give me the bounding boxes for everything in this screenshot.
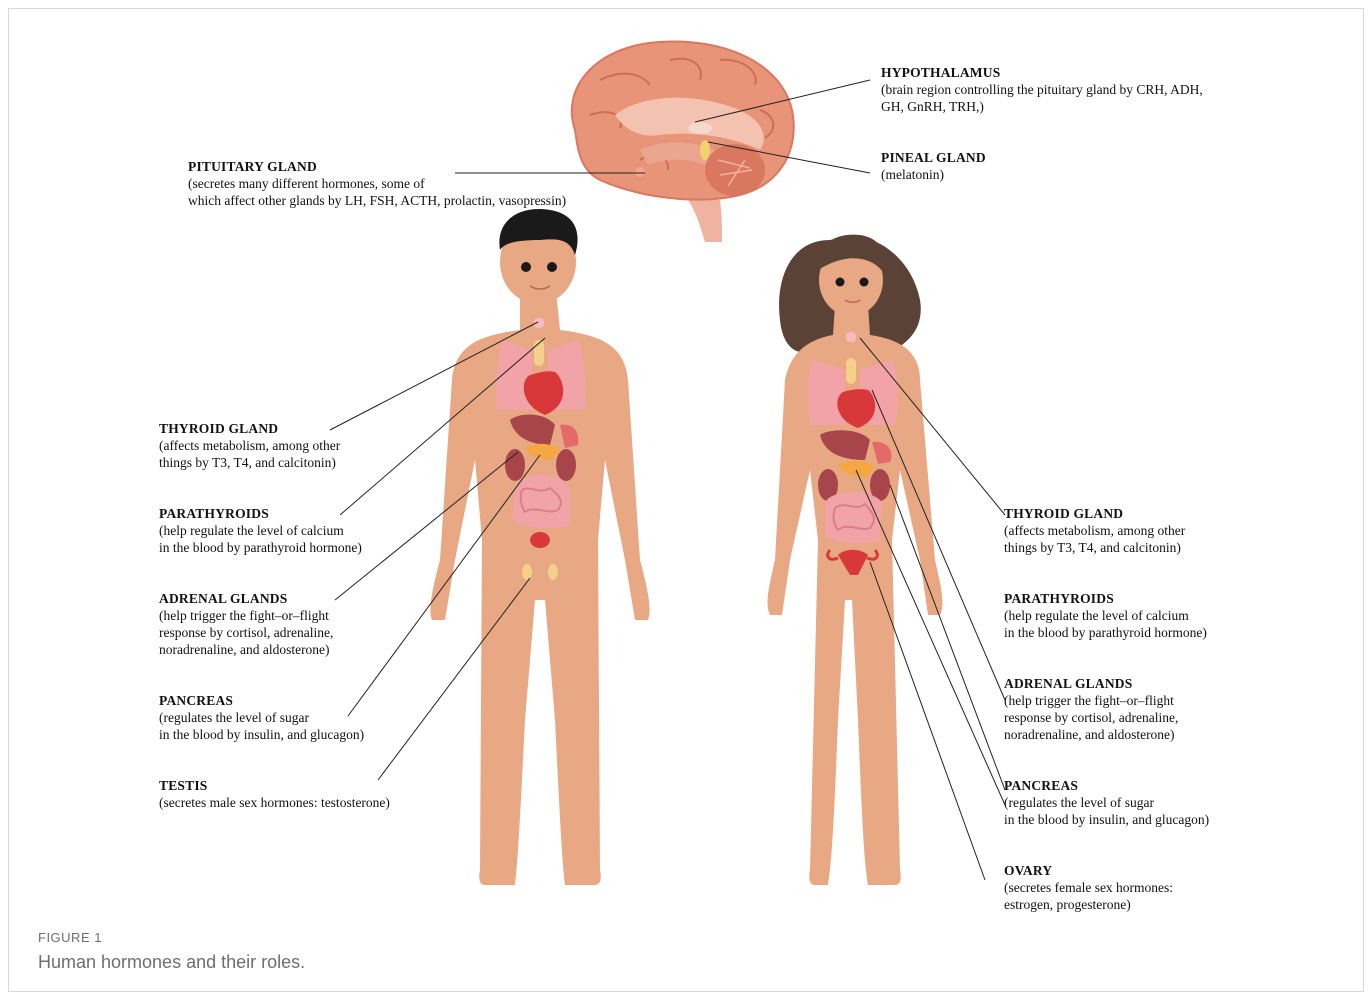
hypothalamus-title: HYPOTHALAMUS [881, 64, 1203, 81]
label-hypothalamus: HYPOTHALAMUS (brain region controlling t… [881, 64, 1203, 115]
label-pituitary: PITUITARY GLAND (secretes many different… [188, 158, 566, 209]
label-female-pancreas: PANCREAS (regulates the level of sugar i… [1004, 777, 1209, 828]
pineal-title: PINEAL GLAND [881, 149, 986, 166]
female-thyroid-title: THYROID GLAND [1004, 505, 1185, 522]
hypothalamus-desc: (brain region controlling the pituitary … [881, 81, 1203, 115]
ovary-desc: (secretes female sex hormones: estrogen,… [1004, 879, 1173, 913]
label-female-thyroid: THYROID GLAND (affects metabolism, among… [1004, 505, 1185, 556]
male-parathyroids-desc: (help regulate the level of calcium in t… [159, 522, 362, 556]
female-body [768, 235, 943, 885]
label-female-parathyroids: PARATHYROIDS (help regulate the level of… [1004, 590, 1207, 641]
line-female-adrenal [890, 485, 1005, 790]
male-thyroid-title: THYROID GLAND [159, 420, 340, 437]
pituitary-title: PITUITARY GLAND [188, 158, 566, 175]
female-adrenal-title: ADRENAL GLANDS [1004, 675, 1178, 692]
female-pancreas-desc: (regulates the level of sugar in the blo… [1004, 794, 1209, 828]
testis-title: TESTIS [159, 777, 390, 794]
figure-caption: Human hormones and their roles. [38, 952, 305, 973]
label-male-adrenal: ADRENAL GLANDS (help trigger the fight–o… [159, 590, 333, 658]
female-pancreas-title: PANCREAS [1004, 777, 1209, 794]
pineal-desc: (melatonin) [881, 166, 986, 183]
label-ovary: OVARY (secretes female sex hormones: est… [1004, 862, 1173, 913]
testis-desc: (secretes male sex hormones: testosteron… [159, 794, 390, 811]
label-male-thyroid: THYROID GLAND (affects metabolism, among… [159, 420, 340, 471]
label-pineal: PINEAL GLAND (melatonin) [881, 149, 986, 183]
label-female-adrenal: ADRENAL GLANDS (help trigger the fight–o… [1004, 675, 1178, 743]
figure-label: FIGURE 1 [38, 930, 102, 945]
label-male-parathyroids: PARATHYROIDS (help regulate the level of… [159, 505, 362, 556]
pituitary-desc: (secretes many different hormones, some … [188, 175, 566, 209]
brain-illustration [572, 42, 794, 242]
female-adrenal-desc: (help trigger the fight–or–flight respon… [1004, 692, 1178, 743]
male-adrenal-title: ADRENAL GLANDS [159, 590, 333, 607]
label-testis: TESTIS (secretes male sex hormones: test… [159, 777, 390, 811]
male-pancreas-title: PANCREAS [159, 692, 364, 709]
female-parathyroids-desc: (help regulate the level of calcium in t… [1004, 607, 1207, 641]
male-pancreas-desc: (regulates the level of sugar in the blo… [159, 709, 364, 743]
female-thyroid-desc: (affects metabolism, among other things … [1004, 522, 1185, 556]
male-parathyroids-title: PARATHYROIDS [159, 505, 362, 522]
male-adrenal-desc: (help trigger the fight–or–flight respon… [159, 607, 333, 658]
female-parathyroids-title: PARATHYROIDS [1004, 590, 1207, 607]
male-body [430, 209, 649, 885]
label-male-pancreas: PANCREAS (regulates the level of sugar i… [159, 692, 364, 743]
male-thyroid-desc: (affects metabolism, among other things … [159, 437, 340, 471]
ovary-title: OVARY [1004, 862, 1173, 879]
